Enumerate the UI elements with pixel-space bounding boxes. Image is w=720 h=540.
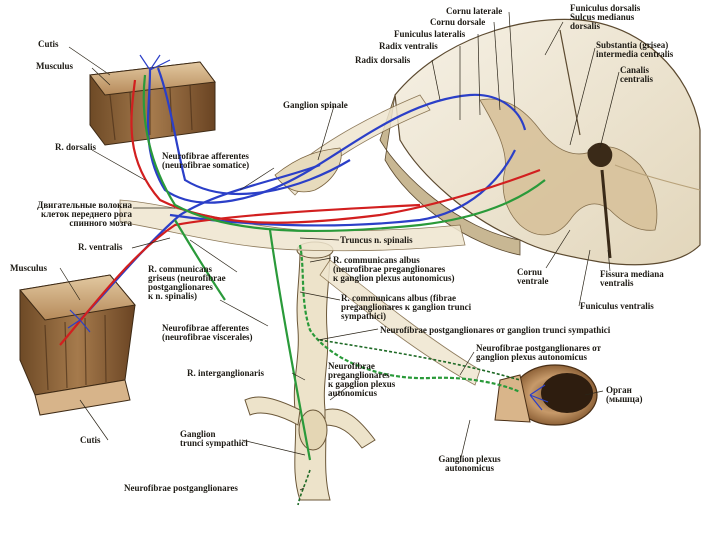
label-neurofibrae-postganglionares: Neurofibrae postganglionares <box>124 484 238 493</box>
label-cornu-dorsale: Cornu dorsale <box>430 18 485 27</box>
organ <box>495 365 597 425</box>
label-r-dorsalis: R. dorsalis <box>55 143 96 152</box>
label-neurofibrae-afferentes-somatice: Neurofibrae afferentes(neurofibrae somat… <box>162 152 249 170</box>
label-radix-ventralis: Radix ventralis <box>379 42 438 51</box>
label-postgang-trunci: Neurofibrae postganglionares от ganglion… <box>380 326 610 335</box>
label-ganglion-spinale: Ganglion spinale <box>283 101 348 110</box>
label-r-ventralis: R. ventralis <box>78 243 123 252</box>
label-cutis-top: Cutis <box>38 40 59 49</box>
label-musculus-top: Musculus <box>36 62 73 71</box>
label-funiculus-lateralis: Funiculus lateralis <box>394 30 465 39</box>
label-musculus-bottom: Musculus <box>10 264 47 273</box>
label-r-communicans-albus-1: R. communicans albus(neurofibrae pregang… <box>333 256 454 283</box>
label-truncus-n-spinalis: Truncus n. spinalis <box>340 236 413 245</box>
label-substantia-grisea: Substantia (grisea)intermedia centralis <box>596 41 673 59</box>
label-organ: Орган(мышца) <box>606 386 642 404</box>
label-radix-dorsalis: Radix dorsalis <box>355 56 410 65</box>
label-r-interganglionaris: R. interganglionaris <box>187 369 264 378</box>
label-cornu-laterale: Cornu laterale <box>446 7 502 16</box>
label-neurofibrae-afferentes-viscerales: Neurofibrae afferentes(neurofibrae visce… <box>162 324 253 342</box>
label-funiculus-ventralis: Funiculus ventralis <box>580 302 654 311</box>
label-cutis-bottom: Cutis <box>80 436 101 445</box>
